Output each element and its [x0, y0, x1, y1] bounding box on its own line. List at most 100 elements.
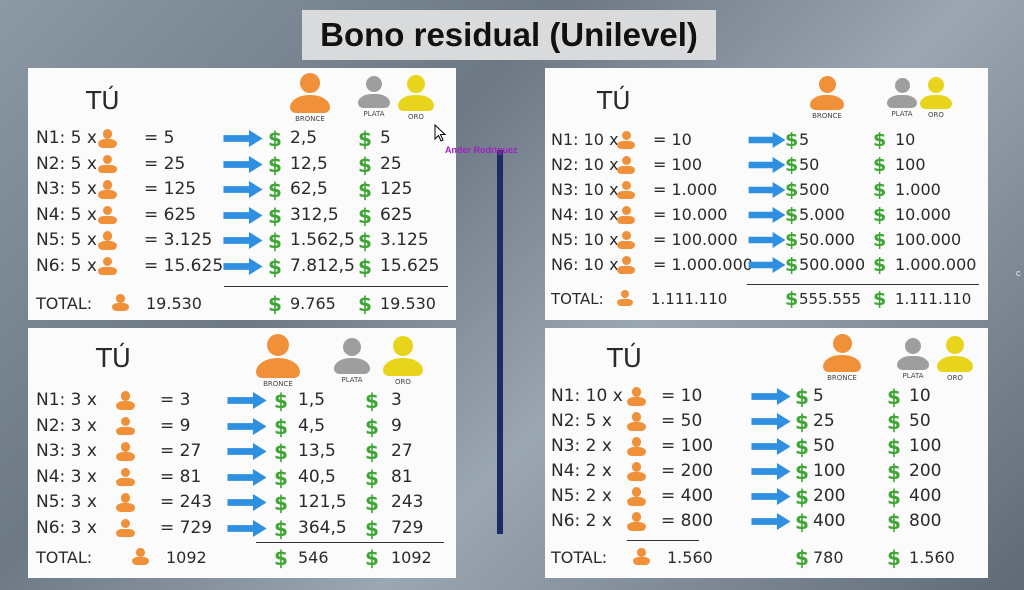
arrow-icon	[747, 232, 787, 252]
total-oro: 19.530	[380, 294, 436, 313]
arrow-icon	[222, 232, 264, 253]
oro-value: 100	[909, 436, 942, 456]
dollar-icon: $	[274, 546, 288, 570]
arrow-icon	[747, 157, 787, 177]
bronce-value: 1.562,5	[290, 230, 355, 250]
level-count: = 81	[160, 466, 202, 487]
person-icon	[98, 256, 117, 276]
oro-value: 3.125	[380, 230, 429, 250]
dollar-icon: $	[365, 440, 379, 464]
arrow-icon	[747, 182, 787, 202]
oro-value: 27	[391, 441, 413, 461]
level-label: N1: 3 x	[36, 390, 97, 410]
oro-value: 1.000.000	[895, 255, 977, 274]
level-count: = 27	[160, 441, 202, 461]
oro-value: 125	[380, 179, 413, 199]
person-icon	[627, 412, 646, 431]
oro-rank-icon	[920, 77, 952, 109]
plata-rank-icon	[334, 338, 370, 374]
level-label: N3: 2 x	[551, 436, 612, 456]
oro-rank-icon	[383, 336, 423, 376]
arrow-icon	[747, 257, 787, 277]
arrow-icon	[224, 519, 270, 541]
dollar-icon: $	[785, 204, 799, 226]
level-label: N4: 2 x	[551, 461, 612, 481]
person-icon	[627, 512, 646, 531]
bronce-value: 500	[799, 180, 830, 199]
dollar-icon: $	[795, 460, 809, 484]
arrow-icon	[224, 392, 270, 413]
arrow-icon	[749, 438, 793, 459]
dollar-icon: $	[873, 229, 887, 251]
plata-header: PLATA	[341, 376, 363, 384]
dollar-icon: $	[785, 229, 799, 251]
level-count: = 10	[653, 130, 692, 149]
oro-header: ORO	[928, 111, 944, 119]
arrow-icon	[222, 130, 264, 151]
arrow-icon	[224, 468, 270, 490]
level-label: N6: 2 x	[551, 511, 612, 531]
bronce-value: 500.000	[799, 255, 866, 274]
level-count: = 5	[144, 128, 175, 148]
total-label: TOTAL:	[551, 548, 608, 567]
oro-value: 81	[391, 466, 413, 487]
tu-label: TÚ	[607, 344, 642, 374]
level-label: N2: 10 x	[551, 155, 619, 174]
bronce-rank-icon	[290, 73, 330, 113]
dollar-icon: $	[365, 516, 379, 541]
bronce-value: 4,5	[298, 415, 326, 436]
level-label: N4: 3 x	[36, 466, 97, 487]
total-bronce: 780	[813, 548, 844, 567]
oro-value: 100.000	[895, 230, 962, 249]
level-count: = 729	[160, 517, 213, 538]
dollar-icon: $	[785, 288, 799, 310]
person-icon	[633, 548, 650, 565]
arrow-icon	[222, 257, 264, 279]
level-label: N3: 3 x	[36, 441, 97, 461]
oro-value: 100	[895, 155, 926, 174]
watermark: Ander Rodriguez	[445, 145, 518, 155]
total-count: 1.111.110	[651, 290, 728, 308]
level-count: = 100	[661, 436, 714, 456]
person-icon	[112, 294, 129, 311]
dollar-icon: $	[873, 288, 887, 310]
bronce-rank-icon	[810, 76, 844, 110]
dollar-icon: $	[887, 510, 901, 534]
bronce-value: 312,5	[290, 204, 339, 225]
oro-value: 15.625	[380, 255, 440, 276]
total-label: TOTAL:	[36, 548, 93, 567]
dollar-icon: $	[785, 154, 799, 176]
dollar-icon: $	[358, 178, 372, 202]
bronce-rank-icon	[823, 334, 861, 372]
oro-rank-icon	[398, 75, 434, 111]
oro-value: 729	[391, 517, 424, 538]
dollar-icon: $	[873, 129, 887, 151]
level-count: = 1.000.000	[653, 255, 753, 274]
level-count: = 100	[653, 155, 703, 174]
arrow-icon	[224, 417, 270, 439]
dollar-icon: $	[268, 203, 282, 228]
dollar-icon: $	[365, 491, 379, 515]
oro-value: 200	[909, 461, 942, 481]
total-label: TOTAL:	[551, 290, 604, 308]
dollar-icon: $	[358, 229, 372, 253]
level-count: = 15.625	[144, 255, 224, 276]
oro-rank-icon	[937, 336, 973, 372]
bronce-value: 364,5	[298, 517, 347, 538]
arrow-icon	[224, 494, 270, 515]
tu-label: TÚ	[597, 86, 631, 115]
level-count: = 125	[144, 179, 197, 199]
dollar-icon: $	[795, 546, 809, 570]
dollar-icon: $	[887, 385, 901, 409]
dollar-icon: $	[365, 465, 379, 490]
level-count: = 25	[144, 153, 186, 174]
level-count: = 3.125	[144, 230, 213, 250]
arrow-icon	[224, 443, 270, 464]
dollar-icon: $	[365, 389, 379, 413]
level-count: = 625	[144, 204, 197, 225]
dollar-icon: $	[365, 414, 379, 439]
dollar-icon: $	[873, 204, 887, 226]
level-count: = 50	[661, 411, 703, 431]
